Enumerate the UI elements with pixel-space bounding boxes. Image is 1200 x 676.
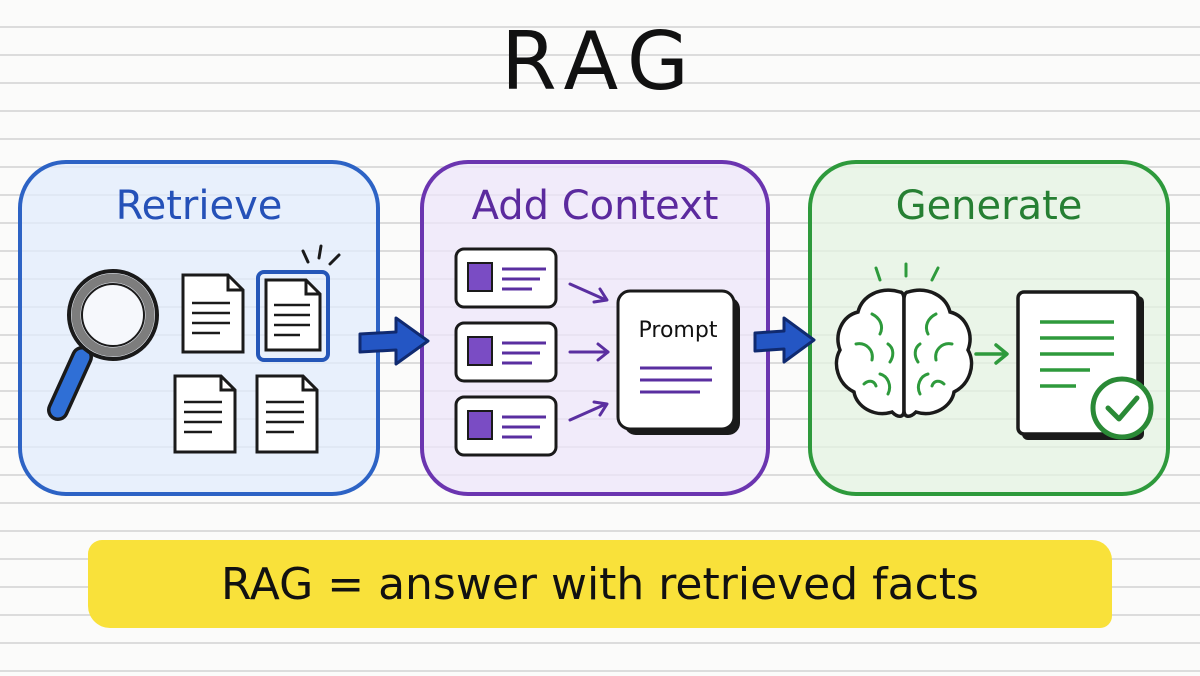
summary-text: RAG = answer with retrieved facts [221,558,979,610]
arrow-icon [974,343,1009,365]
highlighted-document-icon [256,244,341,362]
diagram-title: RAG [501,15,699,108]
context-card-icon [454,321,558,383]
arrow-icon [568,282,610,422]
arrow-icon [358,316,430,366]
generate-title: Generate [895,183,1083,229]
brain-icon [834,262,974,418]
document-icon [255,374,319,454]
arrow-icon [753,316,816,364]
magnifier-icon [47,269,159,421]
prompt-document-icon [616,289,740,435]
prompt-label: Prompt [638,318,718,343]
document-icon [181,273,245,354]
summary-highlight [88,540,1112,628]
context-card-icon [454,247,558,309]
document-icon [173,374,237,454]
context-card-icon [454,395,558,457]
add-context-title: Add Context [471,183,719,229]
checkmark-icon [1090,376,1154,440]
retrieve-title: Retrieve [115,183,283,229]
